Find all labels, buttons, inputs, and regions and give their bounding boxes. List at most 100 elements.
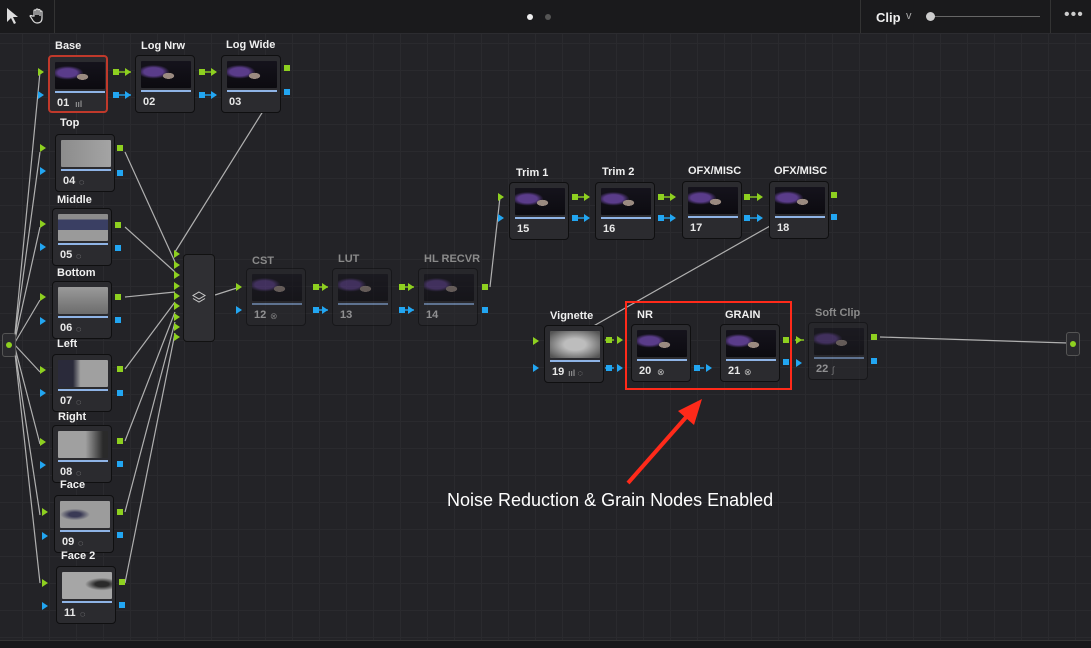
source-input-node[interactable] xyxy=(2,333,16,357)
input-pin[interactable] xyxy=(796,359,802,367)
input-pin[interactable] xyxy=(174,302,180,310)
node-19[interactable]: 19 ııl ◌ xyxy=(544,325,604,383)
input-pin[interactable] xyxy=(42,579,48,587)
output-pin[interactable] xyxy=(783,359,789,365)
input-pin[interactable] xyxy=(40,243,46,251)
node-05[interactable]: 05 ◌ xyxy=(52,208,112,266)
input-pin[interactable] xyxy=(40,438,46,446)
node-18[interactable]: 18 xyxy=(769,181,829,239)
output-node[interactable] xyxy=(1066,332,1080,356)
input-pin[interactable] xyxy=(40,293,46,301)
layer-mixer-node[interactable] xyxy=(183,254,215,342)
input-pin[interactable] xyxy=(796,336,802,344)
node-17[interactable]: 17 xyxy=(682,181,742,239)
input-pin[interactable] xyxy=(408,283,414,291)
chevron-down-icon[interactable]: v xyxy=(906,10,912,22)
input-pin[interactable] xyxy=(322,306,328,314)
node-13[interactable]: 13 xyxy=(332,268,392,326)
output-pin[interactable] xyxy=(117,145,123,151)
input-pin[interactable] xyxy=(40,167,46,175)
output-pin[interactable] xyxy=(694,365,700,371)
output-pin[interactable] xyxy=(399,307,405,313)
output-pin[interactable] xyxy=(482,307,488,313)
output-pin[interactable] xyxy=(606,365,612,371)
node-11[interactable]: 11 ◌ xyxy=(56,566,116,624)
output-pin[interactable] xyxy=(117,509,123,515)
output-pin[interactable] xyxy=(117,390,123,396)
input-pin[interactable] xyxy=(174,250,180,258)
output-pin[interactable] xyxy=(606,337,612,343)
zoom-slider-track[interactable] xyxy=(930,16,1040,17)
input-pin[interactable] xyxy=(174,292,180,300)
output-pin[interactable] xyxy=(831,192,837,198)
output-pin[interactable] xyxy=(117,438,123,444)
input-pin[interactable] xyxy=(40,366,46,374)
output-pin[interactable] xyxy=(117,532,123,538)
output-pin[interactable] xyxy=(871,358,877,364)
node-16[interactable]: 16 xyxy=(595,182,655,240)
output-pin[interactable] xyxy=(115,317,121,323)
input-pin[interactable] xyxy=(211,91,217,99)
node-12[interactable]: 12 ⊗ xyxy=(246,268,306,326)
input-pin[interactable] xyxy=(174,313,180,321)
output-pin[interactable] xyxy=(117,461,123,467)
output-pin[interactable] xyxy=(744,215,750,221)
input-pin[interactable] xyxy=(42,532,48,540)
input-pin[interactable] xyxy=(40,220,46,228)
output-pin[interactable] xyxy=(115,245,121,251)
input-pin[interactable] xyxy=(498,193,504,201)
output-pin[interactable] xyxy=(117,366,123,372)
input-pin[interactable] xyxy=(174,271,180,279)
input-pin[interactable] xyxy=(670,214,676,222)
output-pin[interactable] xyxy=(482,284,488,290)
output-pin[interactable] xyxy=(572,215,578,221)
input-pin[interactable] xyxy=(125,68,131,76)
input-pin[interactable] xyxy=(533,364,539,372)
input-pin[interactable] xyxy=(498,214,504,222)
input-pin[interactable] xyxy=(408,306,414,314)
output-pin[interactable] xyxy=(284,65,290,71)
input-pin[interactable] xyxy=(617,336,623,344)
pointer-icon[interactable] xyxy=(4,7,22,25)
node-09[interactable]: 09 ◌ xyxy=(54,495,114,553)
input-pin[interactable] xyxy=(174,333,180,341)
input-pin[interactable] xyxy=(584,193,590,201)
output-pin[interactable] xyxy=(199,69,205,75)
node-14[interactable]: 14 xyxy=(418,268,478,326)
node-04[interactable]: 04 ◌ xyxy=(55,134,115,192)
output-pin[interactable] xyxy=(115,294,121,300)
output-pin[interactable] xyxy=(399,284,405,290)
mode-dropdown[interactable]: Clip xyxy=(876,10,901,25)
more-options-icon[interactable]: ••• xyxy=(1064,6,1084,23)
output-pin[interactable] xyxy=(119,579,125,585)
input-pin[interactable] xyxy=(584,214,590,222)
output-pin[interactable] xyxy=(284,89,290,95)
input-pin[interactable] xyxy=(236,283,242,291)
input-pin[interactable] xyxy=(211,68,217,76)
output-pin[interactable] xyxy=(783,337,789,343)
input-pin[interactable] xyxy=(670,193,676,201)
input-pin[interactable] xyxy=(533,337,539,345)
node-22[interactable]: 22 ∫ xyxy=(808,322,868,380)
input-pin[interactable] xyxy=(125,91,131,99)
input-pin[interactable] xyxy=(38,91,44,99)
output-pin[interactable] xyxy=(831,214,837,220)
output-pin[interactable] xyxy=(313,307,319,313)
input-pin[interactable] xyxy=(174,261,180,269)
output-pin[interactable] xyxy=(117,170,123,176)
input-pin[interactable] xyxy=(757,193,763,201)
input-pin[interactable] xyxy=(174,282,180,290)
input-pin[interactable] xyxy=(322,283,328,291)
node-06[interactable]: 06 ◌ xyxy=(52,281,112,339)
input-pin[interactable] xyxy=(42,508,48,516)
output-pin[interactable] xyxy=(115,222,121,228)
hand-icon[interactable] xyxy=(29,7,47,25)
input-pin[interactable] xyxy=(40,461,46,469)
node-21[interactable]: 21 ⊗ xyxy=(720,324,780,382)
output-pin[interactable] xyxy=(113,92,119,98)
node-07[interactable]: 07 ◌ xyxy=(52,354,112,412)
output-pin[interactable] xyxy=(871,334,877,340)
input-pin[interactable] xyxy=(236,306,242,314)
input-pin[interactable] xyxy=(40,389,46,397)
output-pin[interactable] xyxy=(199,92,205,98)
